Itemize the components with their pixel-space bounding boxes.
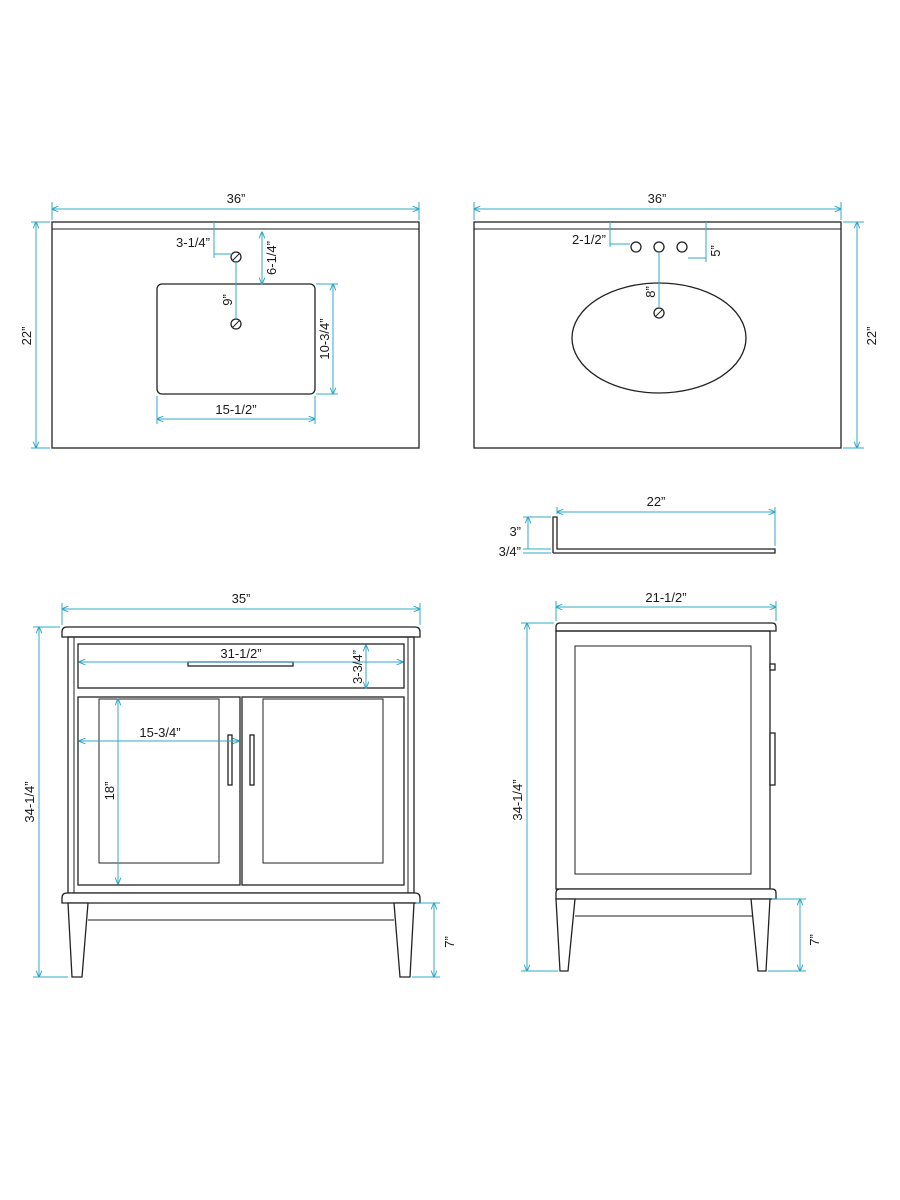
dim-door-height-label: 18” <box>102 782 117 801</box>
dim-leg-height-label: 7” <box>442 936 457 948</box>
dim-sink-width-label: 15-1/2” <box>215 402 256 417</box>
left-door <box>77 696 241 886</box>
dim-width-label: 36” <box>648 191 667 206</box>
backsplash-outline <box>552 516 776 554</box>
right-door-handle <box>249 734 255 786</box>
dim-total-height-label: 34-1/4” <box>22 781 37 822</box>
side-top <box>555 622 777 632</box>
dim-cabinet-width-label: 35” <box>232 591 251 606</box>
right-door <box>241 696 405 886</box>
faucet-hole-right <box>676 241 688 253</box>
dim-side-depth-label: 21-1/2” <box>645 590 686 605</box>
side-drawer-pull <box>769 663 776 671</box>
left-door-panel <box>98 698 220 864</box>
side-base-molding <box>555 888 777 900</box>
vanity-top <box>61 626 421 638</box>
dim-backsplash-thickness-label: 3/4” <box>499 544 521 559</box>
dim-drain-label: 8” <box>643 286 658 298</box>
drain-mark <box>232 320 240 328</box>
dim-depth-label: 22” <box>864 327 879 346</box>
dim-side-total-height-label: 34-1/4” <box>510 779 525 820</box>
backsplash-side-profile: 22” 3” 3/4” <box>499 494 775 559</box>
dim-door-width-label: 15-3/4” <box>139 725 180 740</box>
faucet-hole-center <box>653 241 665 253</box>
dim-drain-label: 9” <box>220 294 235 306</box>
dim-faucet-to-sink-label: 6-1/4” <box>264 241 279 275</box>
dim-depth-label: 22” <box>19 327 34 346</box>
drawer-pull <box>187 661 294 667</box>
side-panel <box>574 645 752 875</box>
dim-hole-spacing-label: 2-1/2” <box>572 232 606 247</box>
dim-sink-depth-label: 10-3/4” <box>317 318 332 359</box>
side-back-leg <box>750 898 771 972</box>
faucet-hole-left <box>630 241 642 253</box>
left-door-handle <box>227 734 233 786</box>
dim-hole-setback-label: 5” <box>708 245 723 257</box>
oval-sink-top-view: 36” 22” 2-1/2” 5” 8” <box>474 191 879 448</box>
vanity-front-view: 35” 31-1/2” 3-3/4” 15-3/4” 18” 34-1/4” 7… <box>22 591 457 977</box>
vanity-side-view: 21-1/2” 34-1/4” 7” <box>510 590 822 971</box>
faucet-mark <box>232 253 240 261</box>
drain-mark <box>655 309 663 317</box>
side-front-leg <box>555 898 576 972</box>
right-leg <box>393 902 415 978</box>
right-door-panel <box>262 698 384 864</box>
side-door-handle <box>769 732 776 786</box>
dim-drawer-width-label: 31-1/2” <box>220 646 261 661</box>
countertop-outline <box>51 221 420 449</box>
left-leg <box>67 902 89 978</box>
dim-backsplash-height-label: 3” <box>509 524 521 539</box>
countertop-outline <box>473 221 842 449</box>
side-frame <box>555 630 771 890</box>
drawer-front <box>77 643 405 689</box>
dim-faucet-offset-label: 3-1/4” <box>176 235 210 250</box>
dim-drawer-height-label: 3-3/4” <box>350 650 365 684</box>
dim-side-leg-height-label: 7” <box>807 934 822 946</box>
base-molding <box>61 892 421 904</box>
dim-width-label: 36” <box>227 191 246 206</box>
dim-backsplash-length-label: 22” <box>647 494 666 509</box>
rect-sink-top-view: 36” 22” 3-1/4” 6-1/4” 9” 10-3/4” 15-1/2” <box>19 191 419 448</box>
